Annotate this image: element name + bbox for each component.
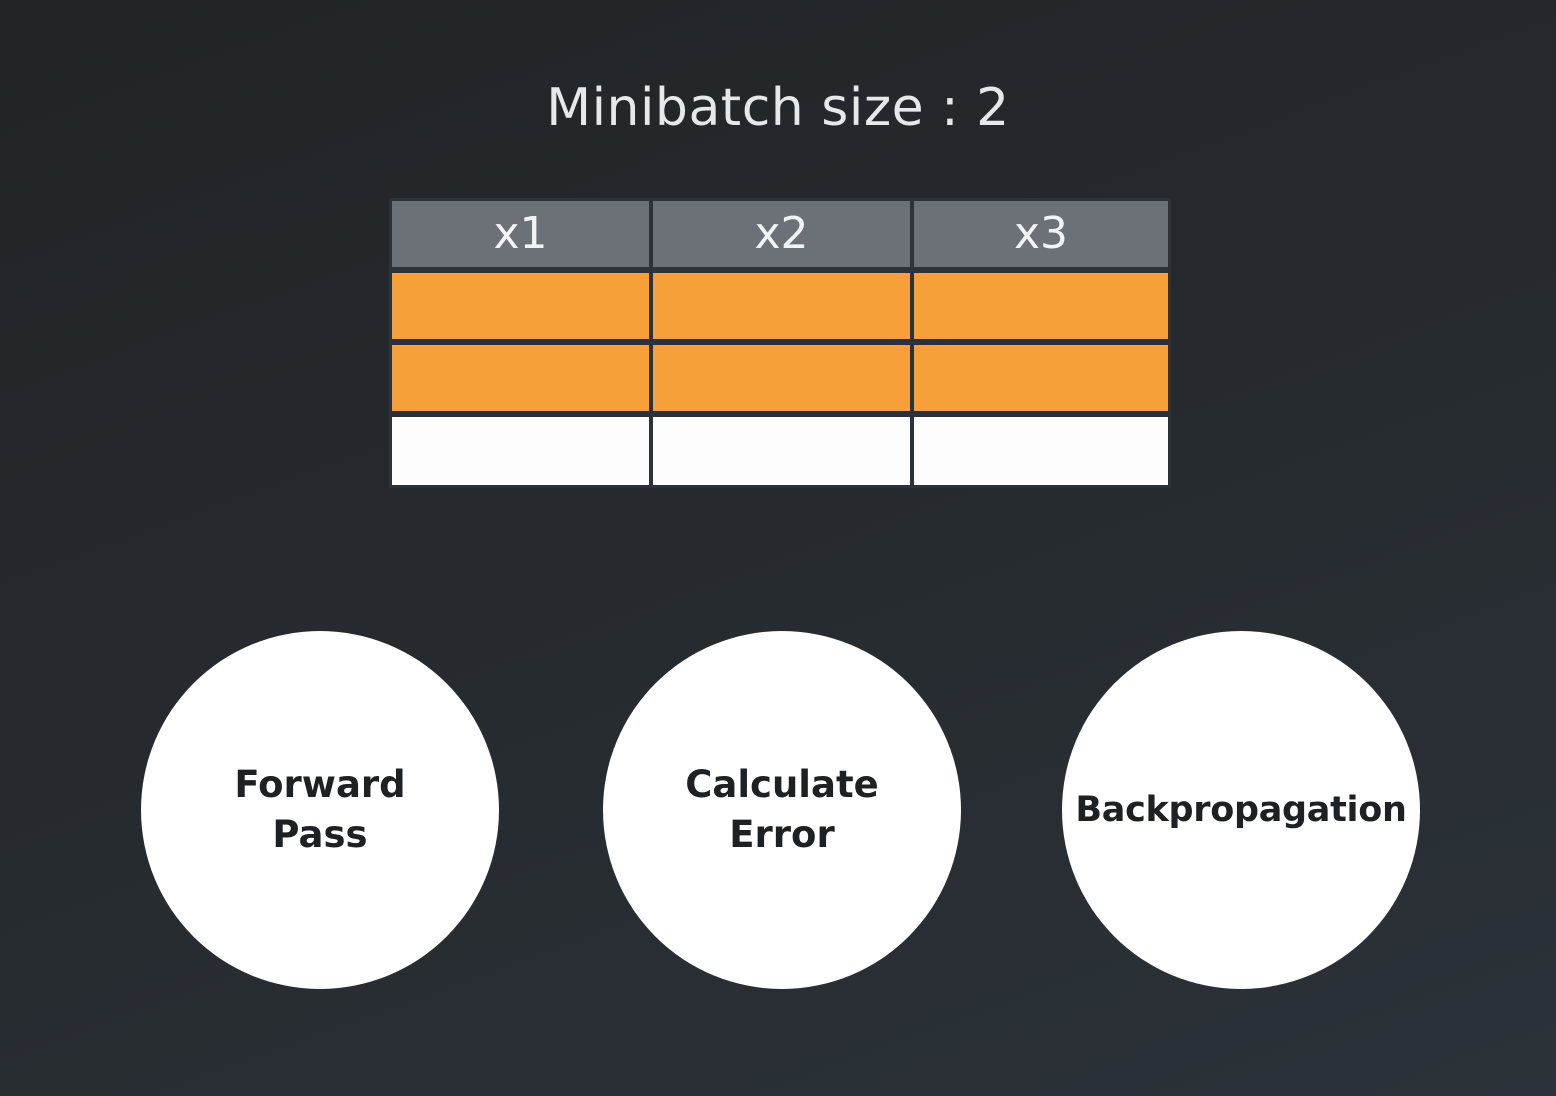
row-2-cell-x2 [653,345,910,411]
row-1-cell-x2 [653,273,910,339]
column-header-x3: x3 [914,201,1168,267]
row-3-cell-x2 [653,417,910,485]
row-1-cell-x1 [392,273,649,339]
forward-pass-label: Forward Pass [234,763,406,856]
backpropagation-label: Backpropagation [1075,790,1407,830]
column-header-x1: x1 [392,201,649,267]
row-1-cell-x3 [914,273,1168,339]
calculate-error-step: Calculate Error [603,631,961,989]
calculate-error-label: Calculate Error [685,763,879,856]
forward-pass-step: Forward Pass [141,631,499,989]
slide-title: Minibatch size : 2 [546,78,1010,138]
row-2-cell-x1 [392,345,649,411]
minibatch-table: x1 x2 x3 [389,198,1171,488]
row-3-cell-x1 [392,417,649,485]
row-3-cell-x3 [914,417,1168,485]
row-2-cell-x3 [914,345,1168,411]
backpropagation-step: Backpropagation [1062,631,1420,989]
column-header-x2: x2 [653,201,910,267]
